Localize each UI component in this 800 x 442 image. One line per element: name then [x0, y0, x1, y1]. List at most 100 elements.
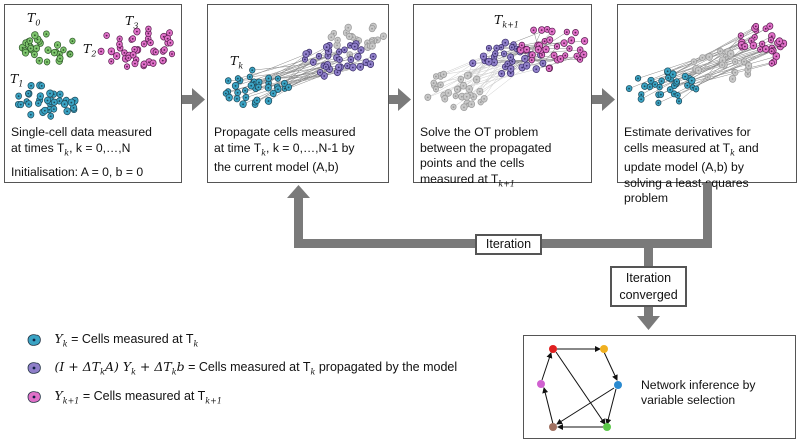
cell-glyph	[322, 63, 329, 71]
cell-glyph	[32, 44, 40, 53]
cell-glyph	[43, 30, 50, 38]
cell-glyph	[459, 81, 467, 90]
label-t3: T3	[125, 13, 139, 31]
cell-glyph	[775, 37, 783, 46]
cell-glyph	[285, 83, 292, 91]
arrow-1-head	[192, 88, 205, 111]
label-t1: T1	[10, 71, 24, 89]
cell-glyph	[368, 25, 376, 33]
loop-up	[294, 196, 303, 248]
cell-glyph	[27, 111, 35, 119]
cell-glyph	[655, 99, 662, 107]
cell-glyph	[147, 39, 154, 47]
cell-glyph	[357, 46, 365, 54]
cell-glyph	[31, 50, 38, 59]
cell-glyph	[242, 93, 250, 102]
arrow-2-shaft	[389, 95, 400, 104]
cell-glyph	[316, 69, 324, 76]
cell-glyph	[149, 59, 157, 67]
cell-glyph	[498, 44, 505, 51]
cell-glyph	[107, 47, 115, 56]
cell-glyph	[41, 106, 49, 115]
arrow-3-head	[602, 88, 615, 111]
cell-glyph	[168, 50, 176, 58]
cell-glyph	[532, 65, 540, 74]
cell-glyph	[159, 56, 167, 65]
cell-glyph	[727, 49, 735, 58]
cell-glyph	[688, 76, 696, 85]
cell-glyph	[67, 98, 75, 107]
node-blue	[614, 381, 622, 389]
cell-glyph	[50, 48, 58, 57]
cell-glyph	[694, 66, 702, 75]
cell-glyph	[17, 100, 25, 109]
cell-glyph	[467, 100, 476, 109]
cell-glyph	[249, 66, 256, 74]
cell-glyph	[752, 22, 759, 30]
cell-glyph	[113, 52, 121, 60]
cell-glyph	[21, 48, 30, 57]
cell-glyph	[323, 43, 331, 51]
cell-glyph	[666, 86, 674, 94]
cell-glyph	[740, 58, 748, 65]
cell-glyph	[315, 52, 322, 60]
cell-glyph	[560, 39, 568, 47]
cell-glyph	[637, 95, 645, 103]
cell-glyph	[349, 63, 357, 72]
cell-glyph	[341, 46, 348, 54]
cell-glyph	[50, 98, 58, 106]
panel1-text: Single-cell data measured at times Tk, k…	[11, 125, 175, 181]
node-pink	[537, 380, 545, 388]
cell-glyph	[767, 36, 774, 44]
cell-glyph	[125, 54, 132, 62]
cell-glyph	[539, 59, 547, 67]
cell-glyph	[108, 58, 115, 65]
cell-glyph	[50, 105, 58, 113]
legend-item-propagated: (I + ΔTkA) Yk + ΔTkb = Cells measured at…	[25, 359, 457, 377]
cell-glyph	[518, 41, 525, 49]
cell-glyph	[56, 90, 64, 98]
node-yellow	[600, 345, 608, 353]
arrow-1-shaft	[182, 95, 194, 104]
cell-glyph	[732, 58, 739, 65]
cell-glyph	[651, 81, 659, 88]
cell-glyph	[745, 62, 753, 70]
cell-glyph	[664, 67, 672, 75]
cell-glyph	[463, 71, 472, 80]
cell-glyph	[31, 31, 39, 40]
cell-glyph	[507, 65, 515, 73]
cell-glyph	[97, 47, 105, 56]
cell-glyph	[577, 56, 584, 63]
cell-glyph	[766, 22, 774, 30]
cell-glyph	[768, 48, 775, 55]
cell-glyph	[541, 38, 548, 45]
cell-glyph	[699, 54, 706, 62]
cell-glyph	[485, 57, 493, 66]
cell-glyph	[347, 56, 355, 64]
cell-glyph	[665, 74, 672, 82]
cell-glyph	[522, 61, 531, 70]
cell-glyph	[145, 25, 152, 33]
cell-glyph	[472, 75, 481, 84]
cell-glyph	[528, 56, 535, 64]
cell-glyph	[690, 58, 698, 66]
cell-glyph	[480, 95, 488, 103]
label-t2: T2	[83, 41, 97, 59]
cell-glyph	[433, 73, 439, 80]
cell-glyph	[492, 50, 499, 57]
cell-glyph	[717, 47, 724, 55]
cell-glyph	[462, 92, 471, 101]
network-graph	[537, 345, 622, 431]
cell-glyph	[369, 52, 377, 61]
cell-glyph	[27, 82, 35, 90]
cell-glyph	[705, 53, 713, 61]
cell-glyph	[25, 90, 32, 97]
cell-glyph	[234, 75, 241, 82]
blue-cell-icon	[27, 333, 41, 346]
cell-glyph	[563, 28, 570, 36]
cell-glyph	[452, 92, 459, 100]
cell-glyph	[479, 52, 488, 61]
cell-glyph	[737, 32, 744, 39]
iteration-label: Iteration	[475, 234, 542, 255]
